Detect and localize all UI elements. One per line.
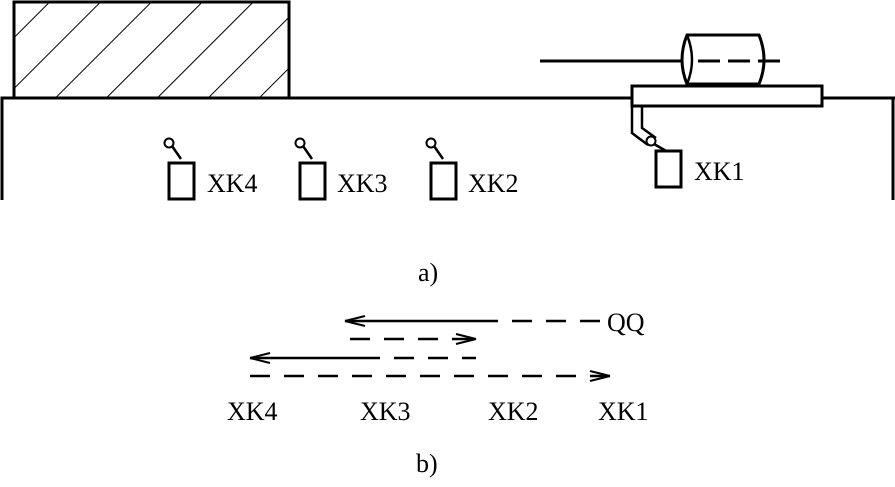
motor-icon [680,33,780,86]
xk2-label: XK2 [468,169,519,198]
pos-xk3-label: XK3 [360,397,411,426]
arrow-right-icon [455,333,477,345]
motion-row-4 [250,370,611,382]
pos-xk1-label: XK1 [598,397,649,426]
limit-switch-xk1: XK1 [645,135,745,189]
figure-a: XK4 XK3 XK2 XK1 a) [0,0,895,287]
motion-row-2 [350,333,477,345]
xk3-label: XK3 [337,169,388,198]
xk1-label: XK1 [694,157,745,186]
limit-switch-xk4: XK4 [163,137,258,201]
pos-xk2-label: XK2 [488,397,539,426]
workpiece-block [12,0,291,100]
motion-row-1: QQ [344,308,645,337]
machine-bed [0,96,895,200]
arrow-left-icon [249,352,271,364]
pos-xk4-label: XK4 [227,397,278,426]
trip-dog [630,106,657,146]
arrow-left-icon [344,315,366,327]
caption-a: a) [418,258,438,287]
motion-row-3 [249,352,476,364]
qq-label: QQ [607,308,645,337]
figure-b: QQ XK4 XK3 XK2 XK1 b) [227,308,649,478]
limit-switch-xk2: XK2 [425,137,519,201]
sliding-table [540,33,824,146]
table-plate [630,84,824,108]
xk4-label: XK4 [207,169,258,198]
arrow-right-icon [589,370,611,382]
caption-b: b) [416,449,438,478]
limit-switch-xk3: XK3 [294,137,388,201]
